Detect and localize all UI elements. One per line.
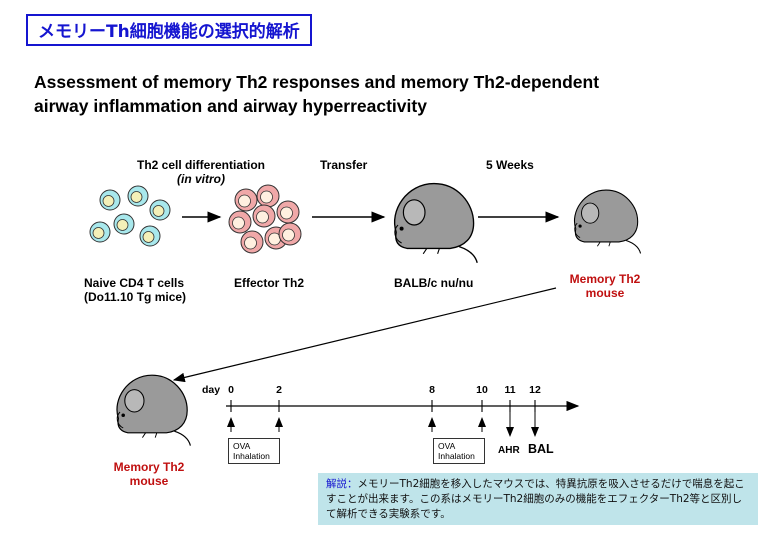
arrow-icon [172,287,557,383]
day-0: 0 [228,384,234,396]
note-text: メモリーTh2細胞を移入したマウスでは、特異抗原を吸入させるだけで喘息を起こすこ… [326,478,745,520]
note-heading: 解説： [326,478,358,490]
effector-cell-icon [256,184,280,208]
naive-cell-icon [127,185,149,207]
japanese-title: メモリーTh細胞機能の選択的解析 [26,14,312,46]
english-title-line1: Assessment of memory Th2 responses and m… [34,72,600,92]
naive-cell-icon [113,213,135,235]
effector-label: Effector Th2 [234,276,305,290]
differentiation-label: Th2 cell differentiation (in vitro) [136,158,265,186]
memory-mouse-label: Memory Th2 mouse [569,272,641,300]
naive-cells-label: Naive CD4 T cells (Do11.10 Tg mice) [84,276,187,304]
inhalation-arrows [227,417,486,432]
timeline-ticks [230,400,536,412]
english-title-line2: airway inflammation and airway hyperreac… [34,96,427,116]
ova-inhalation-box-1: OVA Inhalation [228,438,280,464]
effector-cell-icon [240,230,264,254]
bal-label: BAL [528,442,554,456]
naive-cell-icon [99,189,121,211]
day-11: 11 [504,384,516,396]
effector-cell-icon [234,188,258,212]
day-8: 8 [429,384,435,396]
naive-cell-icon [139,225,161,247]
naive-cell-icon [149,199,171,221]
weeks-label: 5 Weeks [486,158,534,172]
day-2: 2 [276,384,282,396]
effector-cell-icon [278,222,302,246]
naive-cell-icon [89,221,111,243]
balb-label: BALB/c nu/nu [394,276,474,290]
day-label: day [201,384,221,396]
explanation-note: 解説：メモリーTh2細胞を移入したマウスでは、特異抗原を吸入させるだけで喘息を起… [318,473,758,525]
english-title: Assessment of memory Th2 responses and m… [34,70,734,118]
mouse-icon-timeline [116,374,191,447]
day-10: 10 [476,384,488,396]
mouse-icon-memory [573,189,642,254]
naive-cells [89,185,171,247]
ova-inhalation-box-2: OVA Inhalation [433,438,485,464]
effector-cell-icon [276,200,300,224]
transfer-label: Transfer [320,158,368,172]
effector-cell-icon [228,210,252,234]
measurement-arrows [506,412,539,437]
effector-cell-icon [252,204,276,228]
ahr-label: AHR [498,445,520,456]
mouse-icon-balb [393,182,478,264]
effector-cells [228,184,302,254]
day-12: 12 [529,384,541,396]
timeline-mouse-label: Memory Th2 mouse [113,460,185,488]
